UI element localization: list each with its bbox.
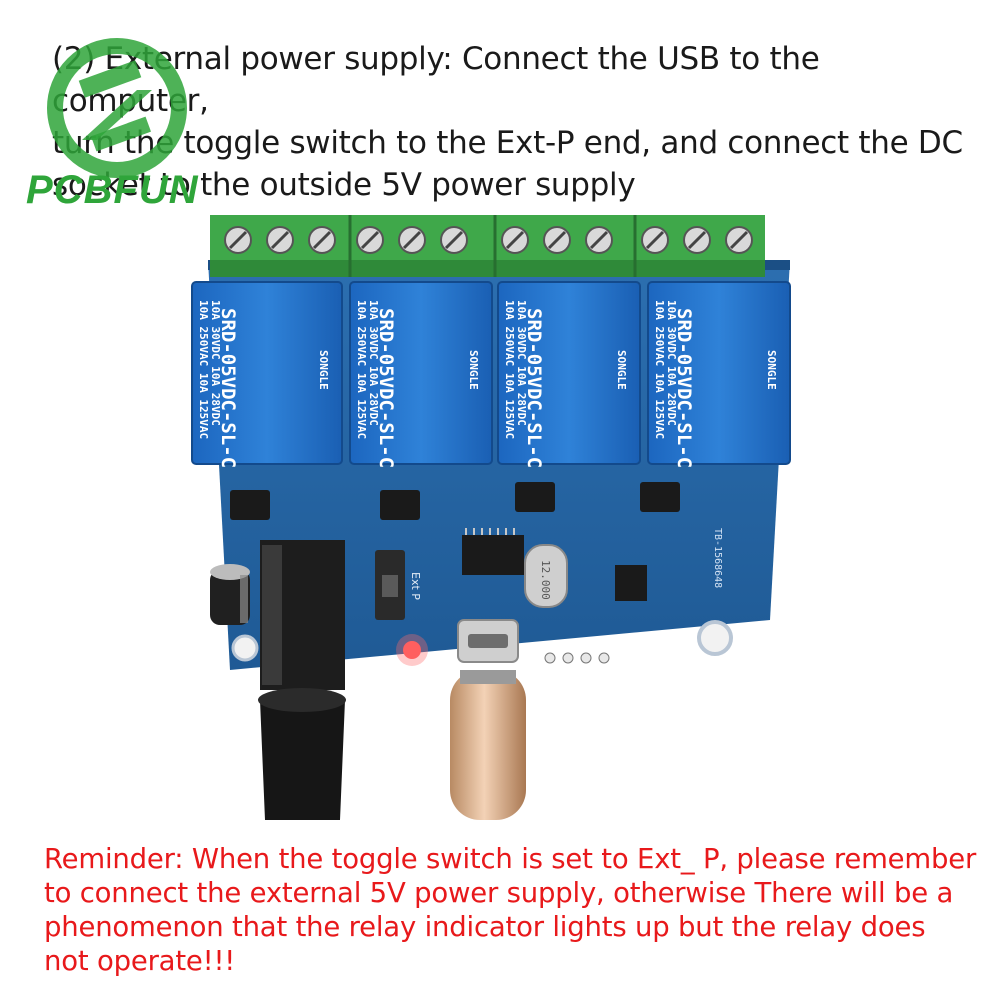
relay-1-model: SRD-05VDC-SL-C xyxy=(217,308,239,468)
brand-name: PCBFUN xyxy=(26,168,199,212)
relay-4-rating-dc: 10A 30VDC 10A 28VDC xyxy=(665,300,678,426)
relay-2-maker: SONGLE xyxy=(467,350,480,390)
micro-usb-connector xyxy=(450,619,526,820)
header-pins xyxy=(544,652,610,664)
relay-3-rating-ac: 10A 250VAC 10A 125VAC xyxy=(503,300,516,439)
relay-2: SRD-05VDC-SL-C 10A 250VAC 10A 125VAC 10A… xyxy=(349,281,493,468)
heading-line-2: turn the toggle switch to the Ext-P end,… xyxy=(52,125,963,161)
relay-1-rating-dc: 10A 30VDC 10A 28VDC xyxy=(209,300,222,426)
usb-chip xyxy=(462,535,524,575)
reminder-text: Reminder: When the toggle switch is set … xyxy=(44,842,989,978)
crystal-oscillator xyxy=(524,544,568,608)
heading-line-3: socket to the outside 5V power supply xyxy=(52,167,636,203)
reminder-line-4: not operate!!! xyxy=(44,945,236,977)
relay-board-photo: SRD-05VDC-SL-C 10A 250VAC 10A 125VAC 10A… xyxy=(191,215,791,820)
relay-2-rating-ac: 10A 250VAC 10A 125VAC xyxy=(355,300,368,439)
electrolytic-capacitor xyxy=(210,564,250,625)
relay-4: SRD-05VDC-SL-C 10A 250VAC 10A 125VAC 10A… xyxy=(647,281,791,468)
mounting-hole xyxy=(697,620,733,656)
reminder-line-3: phenomenon that the relay indicator ligh… xyxy=(44,911,926,943)
power-led xyxy=(403,641,421,659)
pcbfun-logo-icon xyxy=(47,38,187,178)
relay-1: SRD-05VDC-SL-C 10A 250VAC 10A 125VAC 10A… xyxy=(191,281,343,468)
small-ic xyxy=(615,565,647,601)
relay-1-rating-ac: 10A 250VAC 10A 125VAC xyxy=(197,300,210,439)
switch-label: Ext P xyxy=(409,572,422,600)
relay-3-maker: SONGLE xyxy=(615,350,628,390)
relay-4-rating-ac: 10A 250VAC 10A 125VAC xyxy=(653,300,666,439)
dc-power-jack xyxy=(258,540,346,820)
relay-2-model: SRD-05VDC-SL-C xyxy=(375,308,397,468)
optocouplers xyxy=(230,482,680,520)
crystal-label: 12.000 xyxy=(539,560,552,600)
relay-2-rating-dc: 10A 30VDC 10A 28VDC xyxy=(367,300,380,426)
board-code: TB-1568648 xyxy=(712,528,723,588)
relay-3-rating-dc: 10A 30VDC 10A 28VDC xyxy=(515,300,528,426)
relay-3-model: SRD-05VDC-SL-C xyxy=(523,308,545,468)
relay-3: SRD-05VDC-SL-C 10A 250VAC 10A 125VAC 10A… xyxy=(497,281,641,468)
reminder-line-1: Reminder: When the toggle switch is set … xyxy=(44,843,977,875)
screw-terminals xyxy=(210,215,765,277)
reminder-line-2: to connect the external 5V power supply,… xyxy=(44,877,954,909)
relay-1-maker: SONGLE xyxy=(317,350,330,390)
relay-4-maker: SONGLE xyxy=(765,350,778,390)
relay-4-model: SRD-05VDC-SL-C xyxy=(673,308,695,468)
